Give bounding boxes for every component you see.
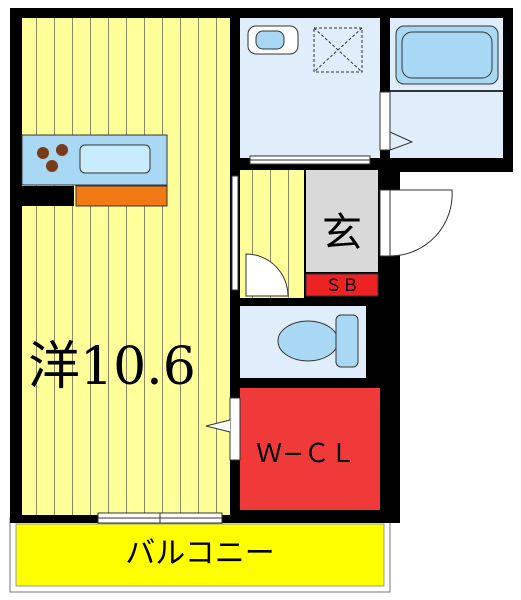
hallway [231,170,304,298]
bathroom [379,18,503,158]
balcony-label: バルコニー [125,536,274,571]
washbasin-bowl-icon [255,30,285,50]
washing-machine-space-icon [313,27,363,73]
sink-icon [79,144,151,174]
entrance: 玄 ＳＢ [305,170,379,297]
shoe-box [305,273,379,297]
western-room: 洋10.6 [21,18,230,515]
balcony-window [97,512,223,524]
toilet-room [240,306,366,378]
entrance-label: 玄 [322,210,362,256]
kitchen-counter [21,134,168,207]
washroom [240,18,380,165]
toilet-bowl-icon [277,320,339,362]
western-room-label: 洋10.6 [28,337,196,397]
toilet-tank-icon [335,314,359,368]
walk-in-closet: Ｗ−ＣＬ [205,388,380,510]
shoe-box-label: ＳＢ [325,276,359,296]
balcony: バルコニー [9,517,391,593]
entrance-door [379,189,453,257]
closet-label: Ｗ−ＣＬ [256,439,356,469]
stove-burners-icon [37,144,68,172]
